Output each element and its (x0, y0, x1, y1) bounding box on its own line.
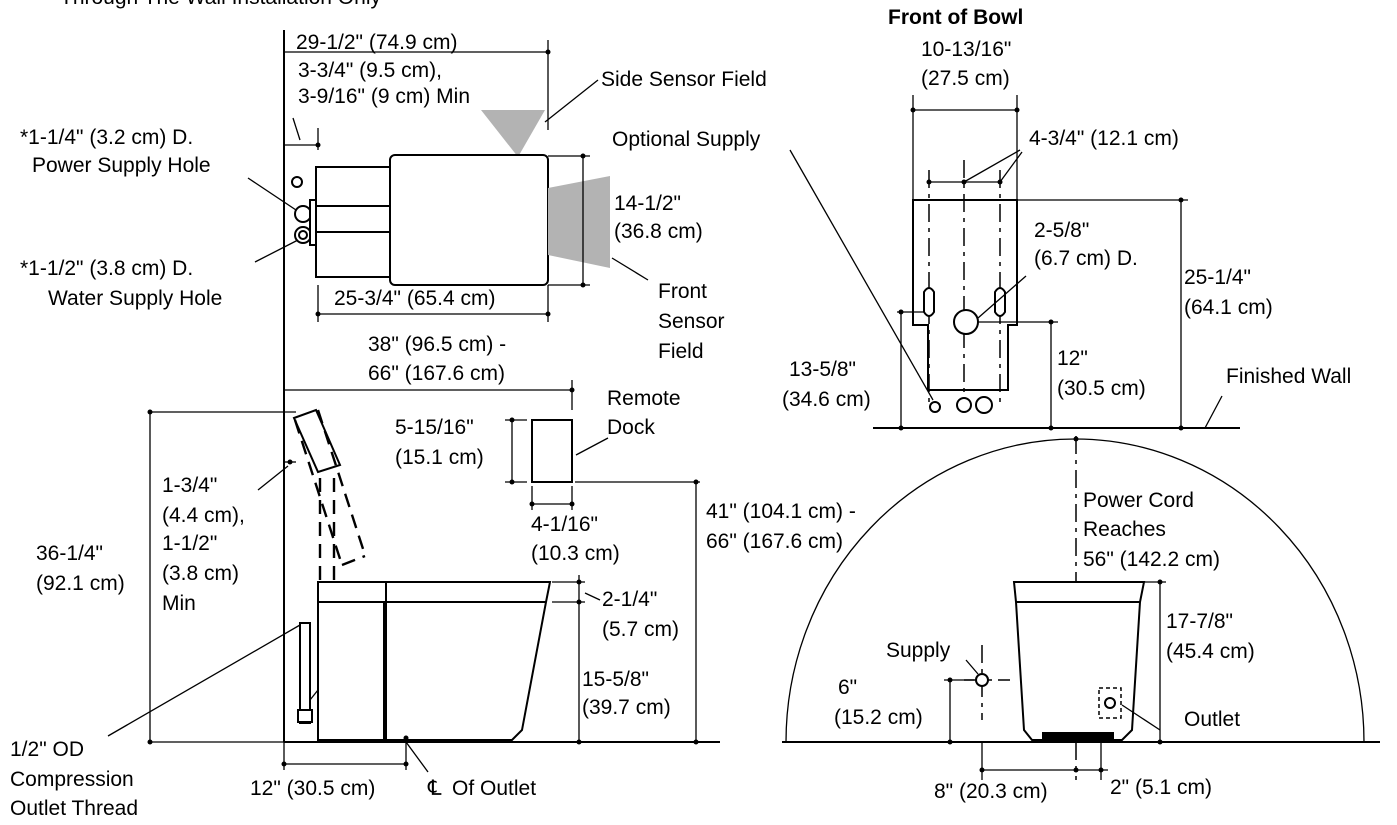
bowl-width-label-2: (27.5 cm) (921, 67, 1010, 90)
slot-right (994, 287, 1006, 317)
dock-floor-label-1: 41" (104.1 cm) - (706, 500, 856, 523)
water-hole-label-2: Water Supply Hole (48, 287, 222, 310)
supply-hole-mid (956, 397, 972, 413)
lid-gap-label-1: 1-3/4" (162, 474, 217, 497)
tank-body-top (315, 166, 391, 278)
power-hole-label-2: Power Supply Hole (32, 154, 211, 177)
optional-supply-label: Optional Supply (612, 128, 761, 151)
supply-pipe (299, 622, 311, 724)
wall-clearance-label-2: 3-9/16" (9 cm) Min (298, 85, 470, 108)
side-view: 38" (96.5 cm) - 66" (167.6 cm) Remote Do… (10, 333, 856, 820)
side-sensor-label: Side Sensor Field (601, 68, 767, 91)
dock-range-label-2: 66" (167.6 cm) (368, 362, 505, 385)
remote-label-2: Dock (607, 416, 655, 439)
front-sensor-label-1: Front (658, 280, 707, 303)
hole-label-2: (6.7 cm) D. (1034, 247, 1138, 270)
remote-dock (531, 419, 573, 483)
finished-wall-label: Finished Wall (1226, 365, 1351, 388)
outlet-label: Outlet (1184, 708, 1240, 731)
overall-height-label-2: (92.1 cm) (36, 572, 125, 595)
bowl-width-label-1: 10-13/16" (921, 38, 1011, 61)
outlet-hole (953, 309, 979, 335)
supply-height-label-2: (34.6 cm) (782, 388, 871, 411)
dock-range-label-1: 38" (96.5 cm) - (368, 333, 506, 356)
lid-thk-label-1: 2-1/4" (602, 588, 657, 611)
bowl-height-label-2: (64.1 cm) (1184, 296, 1273, 319)
side-sensor-field (481, 110, 545, 157)
hole-height-label-2: (30.5 cm) (1057, 377, 1146, 400)
cord-reach-label-3: 56" (142.2 cm) (1083, 548, 1220, 571)
centerline-symbol: ℄ (427, 777, 442, 800)
outlet-thread-label-1: 1/2" OD (10, 738, 84, 761)
lid-gap-label-3: 1-1/2" (162, 532, 217, 555)
power-supply-hole (294, 205, 312, 223)
supply-hole-large (975, 396, 993, 414)
left-offset-label: 8" (20.3 cm) (934, 780, 1048, 803)
remote-label-1: Remote (607, 387, 681, 410)
dock-width-label-1: 4-1/16" (531, 513, 598, 536)
slot-left (923, 287, 935, 317)
dock-floor-label-2: 66" (167.6 cm) (706, 530, 843, 553)
bowl-top (389, 154, 549, 286)
bowl-base (1042, 732, 1114, 742)
hole-label-1: 2-5/8" (1034, 219, 1089, 242)
supply-elev-label-1: 6" (838, 676, 857, 699)
width-label-1: 14-1/2" (614, 192, 681, 215)
wall-hole (291, 176, 303, 188)
width-label-2: (36.8 cm) (614, 220, 703, 243)
lid-gap-label-5: Min (162, 592, 196, 615)
front-elevation-view: Power Cord Reaches 56" (142.2 cm) Outlet… (782, 436, 1380, 803)
supply-height-label-1: 13-5/8" (789, 358, 856, 381)
outlet-offset-label: 12" (30.5 cm) (250, 777, 375, 800)
lid-gap-label-2: (4.4 cm), (162, 504, 245, 527)
outlet-thread-label-2: Compression (10, 768, 134, 791)
tank-side (317, 581, 387, 741)
bowl-height-label-1: 25-1/4" (1184, 266, 1251, 289)
supply-hole-small (929, 401, 941, 413)
hole-height-label-1: 12" (1057, 347, 1088, 370)
body-length-label: 25-3/4" (65.4 cm) (334, 287, 496, 310)
slot-spacing-label: 4-3/4" (12.1 cm) (1029, 127, 1179, 150)
cord-reach-label-2: Reaches (1083, 518, 1166, 541)
lid-open-top (292, 408, 342, 474)
top-view: 29-1/2" (74.9 cm) 3-3/4" (9.5 cm), 3-9/1… (20, 30, 767, 742)
front-of-bowl-view: Front of Bowl 10-13/16" (27.5 cm) 4-3/4"… (612, 6, 1351, 431)
water-hole-label-1: *1-1/2" (3.8 cm) D. (20, 257, 193, 280)
front-bowl-title: Front of Bowl (888, 6, 1023, 29)
dock-height-label-1: 5-15/16" (395, 416, 474, 439)
lid-thk-label-2: (5.7 cm) (602, 618, 679, 641)
power-hole-label-1: *1-1/4" (3.2 cm) D. (20, 126, 193, 149)
overall-height-label-1: 36-1/4" (36, 542, 103, 565)
supply-marker (975, 673, 989, 687)
cord-reach-label-1: Power Cord (1083, 489, 1194, 512)
dock-width-label-2: (10.3 cm) (531, 542, 620, 565)
dock-height-label-2: (15.1 cm) (395, 446, 484, 469)
bowl-side (385, 581, 552, 741)
header-text: Through The Wall Installation Only (60, 0, 381, 9)
elev-height-label-2: (45.4 cm) (1166, 640, 1255, 663)
seat-height-label-1: 15-5/8" (582, 668, 649, 691)
supply-elev-label-2: (15.2 cm) (834, 706, 923, 729)
centerline-label: Of Outlet (452, 777, 536, 800)
bowl-front-elevation (1012, 581, 1146, 741)
elev-height-label-1: 17-7/8" (1166, 610, 1233, 633)
supply-label: Supply (886, 639, 951, 662)
overall-width-label: 29-1/2" (74.9 cm) (296, 31, 458, 54)
front-sensor-field (548, 176, 610, 268)
right-offset-label: 2" (5.1 cm) (1110, 776, 1212, 799)
front-sensor-label-2: Sensor (658, 310, 725, 333)
seat-height-label-2: (39.7 cm) (582, 696, 671, 719)
lid-gap-label-4: (3.8 cm) (162, 562, 239, 585)
front-sensor-label-3: Field (658, 340, 704, 363)
wall-clearance-label-1: 3-3/4" (9.5 cm), (298, 59, 442, 82)
bowl-front-outline (912, 199, 1018, 391)
outlet-thread-label-3: Outlet Thread (10, 797, 138, 820)
